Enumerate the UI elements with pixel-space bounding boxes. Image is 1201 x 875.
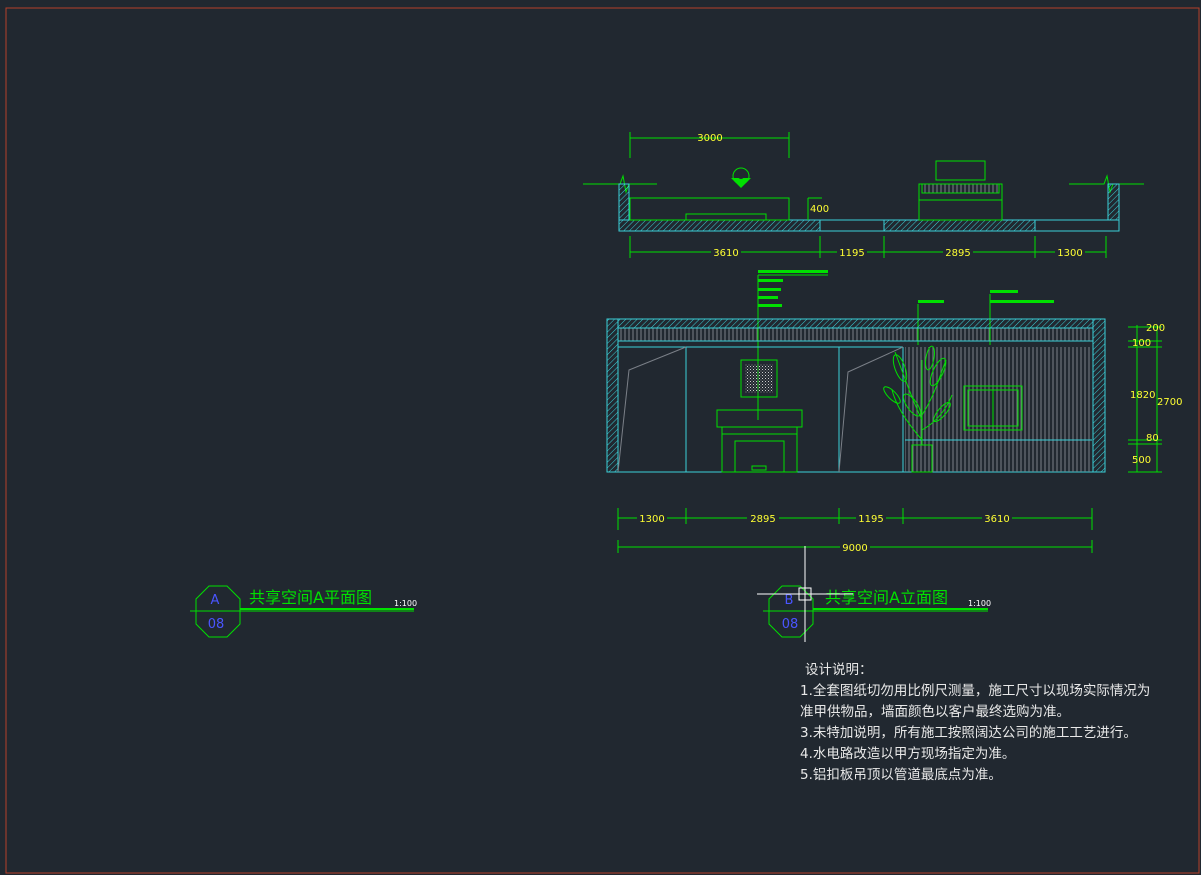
elevation-dimension-3: 1195 bbox=[858, 514, 883, 525]
elevation-panels bbox=[618, 346, 904, 472]
elevation-right-dimensions bbox=[1128, 325, 1162, 473]
plan-title-block: A 08 共享空间A平面图 1:100 bbox=[190, 585, 417, 638]
elevation-title-symbol-icon bbox=[768, 585, 814, 638]
plan-aux-dimension-label: 400 bbox=[810, 204, 829, 215]
window-icon bbox=[963, 385, 1023, 431]
elevation-feature-wall bbox=[905, 347, 1092, 472]
elevation-panel-reflections bbox=[617, 346, 904, 473]
elevation-dimension-4: 3610 bbox=[984, 514, 1009, 525]
elevation-right-dim-200: 200 bbox=[1146, 323, 1165, 334]
elevation-wall-section bbox=[606, 318, 1106, 473]
elevation-view: 200 100 1820 2700 80 500 1300 2895 1195 … bbox=[606, 270, 1182, 554]
plan-wall bbox=[618, 183, 1120, 232]
design-note-line-3: 3.未特加说明，所有施工按照阔达公司的施工工艺进行。 bbox=[800, 725, 1137, 741]
plan-top-dimension bbox=[629, 132, 790, 158]
design-note-line-1: 1.全套图纸切勿用比例尺测量，施工尺寸以现场实际情况为 bbox=[800, 683, 1151, 699]
console-table-icon bbox=[716, 409, 803, 473]
plan-furniture bbox=[629, 160, 1003, 221]
elevation-right-dim-1820: 1820 bbox=[1130, 390, 1155, 401]
plan-dimension-2: 1195 bbox=[839, 248, 864, 259]
elevation-right-dim-100: 100 bbox=[1132, 338, 1151, 349]
drawing-frame bbox=[5, 7, 1200, 874]
plan-symbol-bottom: 08 bbox=[208, 617, 225, 632]
elevation-total-dimension: 9000 bbox=[842, 543, 867, 554]
design-notes: 设计说明： 1.全套图纸切勿用比例尺测量，施工尺寸以现场实际情况为 准甲供物品，… bbox=[800, 660, 1150, 786]
plan-title-symbol-icon bbox=[195, 585, 241, 638]
plant-icon bbox=[883, 345, 953, 473]
plan-dimension-4: 1300 bbox=[1057, 248, 1082, 259]
elevation-index-marker-icon bbox=[731, 167, 751, 188]
elevation-right-dim-80: 80 bbox=[1146, 433, 1159, 444]
elevation-dimension-2: 2895 bbox=[750, 514, 775, 525]
elevation-scale: 1:100 bbox=[968, 599, 991, 608]
plan-bottom-dimensions bbox=[629, 236, 1107, 258]
design-note-line-4: 4.水电路改造以甲方现场指定为准。 bbox=[800, 746, 1016, 762]
elevation-dimension-1: 1300 bbox=[639, 514, 664, 525]
plan-scale: 1:100 bbox=[394, 599, 417, 608]
elevation-title-block: B 08 共享空间A立面图 1:100 bbox=[763, 585, 991, 638]
plan-dimension-1: 3610 bbox=[713, 248, 738, 259]
plan-view: 3000 bbox=[583, 132, 1144, 259]
elevation-title: 共享空间A立面图 bbox=[825, 588, 948, 607]
design-note-line-5: 5.铝扣板吊顶以管道最底点为准。 bbox=[800, 767, 1002, 783]
elevation-right-dim-500: 500 bbox=[1132, 455, 1151, 466]
plan-break-lines bbox=[583, 174, 1144, 194]
design-note-line-2: 准甲供物品，墙面颜色以客户最终选购为准。 bbox=[800, 704, 1070, 720]
crosshair-cursor-icon bbox=[757, 546, 853, 642]
plan-symbol-top: A bbox=[211, 593, 220, 608]
design-notes-heading: 设计说明： bbox=[805, 662, 873, 678]
elevation-symbol-bottom: 08 bbox=[782, 617, 799, 632]
elevation-annotation-labels bbox=[758, 270, 1054, 307]
elevation-symbol-top: B bbox=[785, 593, 794, 608]
artwork-icon bbox=[740, 359, 778, 398]
plan-dimension-3: 2895 bbox=[945, 248, 970, 259]
plan-title: 共享空间A平面图 bbox=[249, 588, 372, 607]
plan-top-dimension-label: 3000 bbox=[697, 133, 722, 144]
elevation-right-dim-2700: 2700 bbox=[1157, 397, 1182, 408]
